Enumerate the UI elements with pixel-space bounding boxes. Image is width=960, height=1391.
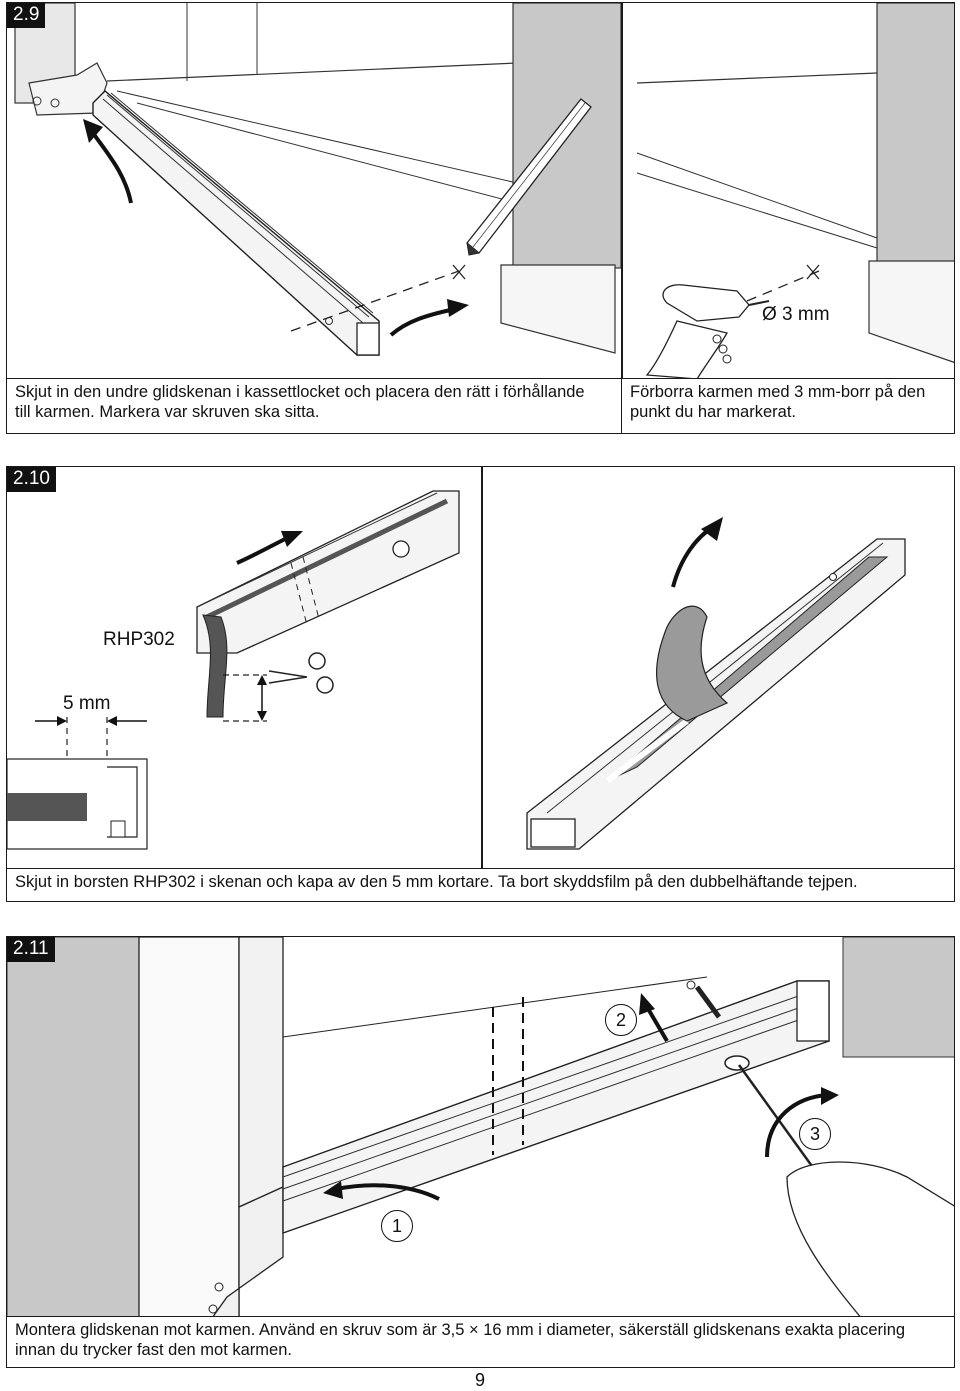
illustration-mount-rail — [7, 937, 954, 1325]
caption-right: Förborra karmen med 3 mm-borr på den pun… — [621, 379, 954, 433]
part-label: RHP302 — [103, 629, 175, 650]
callout-3: 3 — [799, 1118, 831, 1150]
callout-2: 2 — [605, 1004, 637, 1036]
step-2-9-caption-row: Skjut in den undre glidskenan i kassettl… — [7, 378, 954, 433]
cut-length-label: 5 mm — [63, 693, 111, 714]
page-number: 9 — [474, 1370, 485, 1390]
step-2-11-panel: 2.11 1 2 3 — [6, 936, 955, 1368]
illustration-insert-rail — [14, 3, 954, 380]
illustration-brush-cut — [7, 490, 906, 850]
panel-divider — [481, 467, 483, 877]
drill-size-label: Ø 3 mm — [762, 304, 830, 325]
step-badge: 2.9 — [7, 3, 46, 28]
caption-left: Skjut in den undre glidskenan i kassettl… — [15, 383, 585, 421]
step-2-11-caption: Montera glidskenan mot karmen. Använd en… — [7, 1316, 954, 1367]
step-2-10-caption: Skjut in borsten RHP302 i skenan och kap… — [7, 868, 954, 901]
step-2-9-panel: 2.9 — [6, 2, 955, 434]
step-badge: 2.10 — [7, 467, 56, 492]
callout-1: 1 — [381, 1210, 413, 1242]
step-badge: 2.11 — [7, 937, 55, 962]
step-2-10-panel: 2.10 — [6, 466, 955, 902]
panel-divider — [621, 3, 623, 433]
